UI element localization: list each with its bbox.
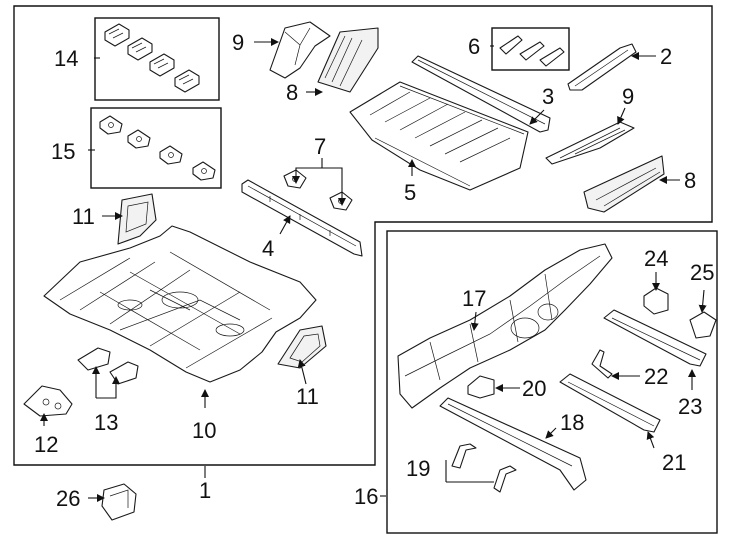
subgroup-16-frame (386, 230, 718, 534)
part-11-bracket-upper (117, 193, 157, 245)
callout-22: 22 (644, 364, 668, 389)
callout-13: 13 (94, 410, 118, 435)
callout-7: 7 (314, 134, 326, 159)
part-21-rail (559, 373, 661, 433)
callout-20: 20 (522, 376, 546, 401)
part-8-reinforcement-upper (317, 27, 379, 93)
callout-1: 1 (199, 478, 211, 503)
part-9-bracket-upper (269, 21, 331, 79)
part-5-rear-floor-pan (349, 81, 529, 191)
part-18-rail (439, 397, 587, 491)
part-12-bracket (23, 385, 73, 417)
callout-2: 2 (660, 44, 672, 69)
part-15-clips (99, 115, 216, 181)
callout-21: 21 (662, 450, 686, 475)
part-9-bracket-right (545, 121, 635, 165)
box-14-frame (94, 17, 220, 101)
part-8-reinforcement-right (583, 155, 665, 213)
part-26-bracket (101, 483, 137, 521)
part-3-crossmember (411, 55, 551, 133)
callout-17: 17 (462, 286, 486, 311)
box-15-frame (90, 107, 222, 189)
callout-23: 23 (678, 394, 702, 419)
part-25-bracket (689, 311, 717, 339)
part-17-frame-rail (397, 243, 613, 409)
callout-16: 16 (354, 484, 378, 509)
part-22-bracket (591, 349, 613, 379)
callout-9-upper: 9 (232, 30, 244, 55)
callout-19: 19 (406, 456, 430, 481)
callout-25: 25 (690, 260, 714, 285)
leader-lines (40, 38, 707, 502)
callout-6: 6 (468, 34, 480, 59)
callout-26: 26 (56, 486, 80, 511)
part-4-crossmember (241, 179, 363, 257)
box-6-frame (491, 27, 570, 71)
callout-15: 15 (51, 139, 75, 164)
part-10-front-floor-pan (43, 225, 317, 383)
callout-3: 3 (542, 84, 554, 109)
part-11-bracket-lower (277, 325, 327, 369)
callout-labels: 14 15 9 8 6 2 3 9 8 5 7 4 11 11 10 13 12… (34, 30, 714, 511)
part-19-brackets (451, 443, 517, 493)
callout-8-upper: 8 (286, 80, 298, 105)
callout-14: 14 (54, 46, 78, 71)
part-13-brackets (77, 347, 139, 385)
callout-10: 10 (192, 418, 216, 443)
part-14-brackets (104, 23, 200, 93)
part-20-bracket (467, 375, 495, 399)
callout-5: 5 (404, 180, 416, 205)
callout-11-lower: 11 (296, 384, 319, 409)
part-24-bracket (643, 287, 669, 315)
callout-4: 4 (262, 236, 274, 261)
callout-8-right: 8 (684, 168, 696, 193)
part-6-brackets (499, 35, 565, 67)
callout-11-upper: 11 (72, 204, 95, 229)
callout-24: 24 (644, 246, 668, 271)
callout-18: 18 (560, 410, 584, 435)
part-23-rail (603, 309, 707, 367)
callout-9-right: 9 (622, 84, 634, 109)
main-group-frame (13, 5, 713, 466)
callout-12: 12 (34, 432, 58, 457)
